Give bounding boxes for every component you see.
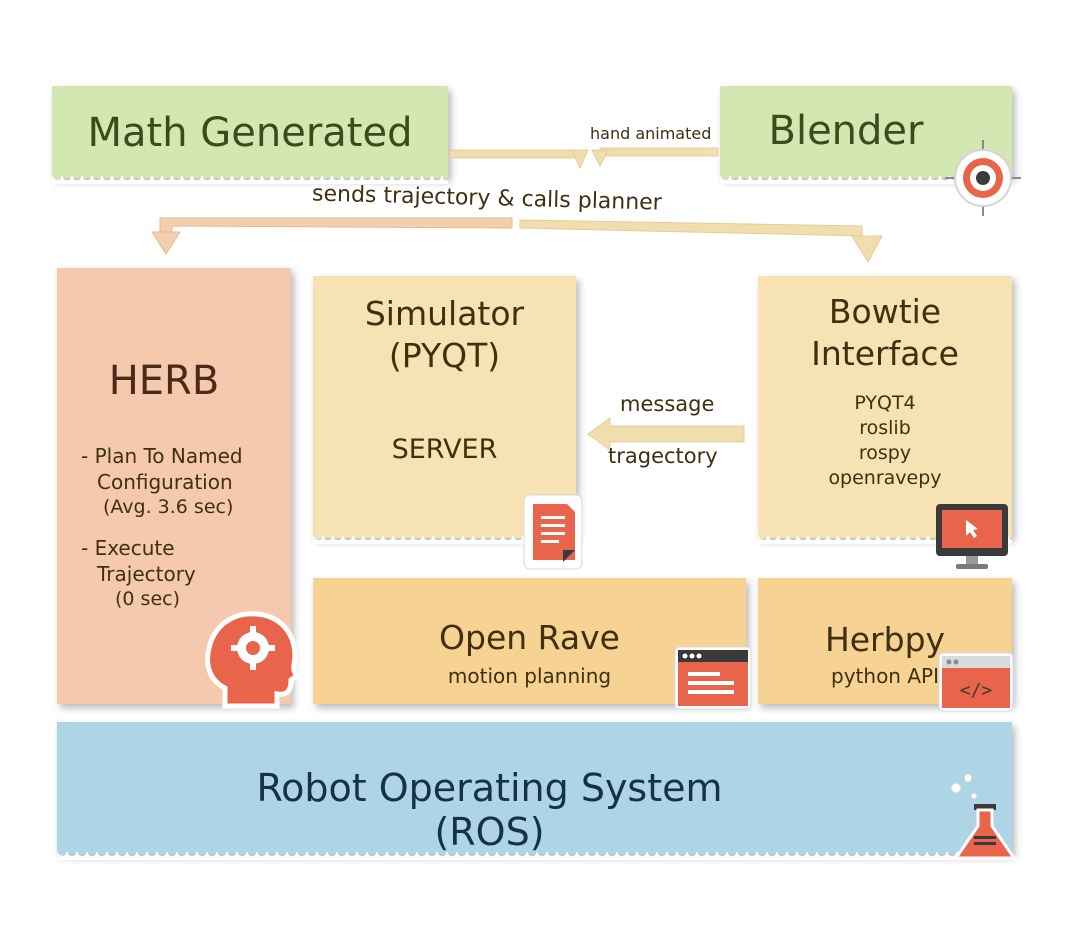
herb-plan-line-3: (Avg. 3.6 sec): [103, 496, 234, 518]
message-label: message: [620, 392, 715, 416]
herb-execute-line-1: - Execute: [81, 536, 175, 560]
openrave-card: Open Rave motion planning: [313, 578, 746, 704]
message-arrow: [587, 417, 745, 451]
bowtie-card: Bowtie Interface PYQT4 roslib rospy open…: [758, 276, 1012, 544]
svg-text:</>: </>: [960, 680, 993, 701]
herbpy-title: Herbpy: [824, 620, 946, 659]
sends-trajectory-arrow-left: [151, 217, 513, 255]
math-generated-card: Math Generated: [52, 86, 448, 184]
bowtie-lib-roslib: roslib: [859, 417, 911, 439]
simulator-title-line-1: Simulator: [364, 294, 525, 333]
hand-animated-label: hand animated: [590, 124, 712, 143]
target-icon: [945, 140, 1021, 216]
bowtie-title-line-1: Bowtie: [828, 292, 942, 331]
sends-trajectory-arrow-right: [519, 219, 883, 264]
herb-plan-line-1: - Plan To Named: [81, 444, 243, 468]
head-gear-icon: [205, 611, 301, 709]
bowtie-lib-rospy: rospy: [858, 442, 912, 464]
herb-execute-line-2: Trajectory: [97, 562, 196, 586]
monitor-icon: [936, 504, 1008, 569]
code-window-icon: </>: [938, 652, 1014, 712]
herb-execute-line-3: (0 sec): [115, 588, 180, 610]
bowtie-lib-pyqt4: PYQT4: [854, 392, 916, 414]
bowtie-lib-openravepy: openravepy: [828, 467, 942, 489]
document-icon: [523, 494, 583, 570]
math-to-center-arrow: [449, 149, 589, 170]
herb-plan-line-2: Configuration: [97, 470, 233, 494]
browser-window-icon: [674, 646, 752, 710]
math-generated-title: Math Generated: [87, 110, 413, 156]
ros-card: Robot Operating System (ROS): [57, 722, 1012, 860]
ros-title: Robot Operating System (ROS): [256, 766, 723, 854]
herbpy-subtitle: python API: [831, 664, 939, 688]
simulator-title-line-2: (PYQT): [388, 336, 501, 375]
flask-icon: [950, 773, 1017, 860]
openrave-subtitle: motion planning: [447, 664, 612, 688]
simulator-card: Simulator (PYQT) SERVER: [313, 276, 576, 544]
simulator-server-label: SERVER: [391, 434, 498, 465]
blender-to-center-arrow: [591, 147, 719, 168]
openrave-title: Open Rave: [439, 618, 620, 657]
blender-title: Blender: [768, 108, 924, 154]
herb-title: HERB: [108, 358, 220, 404]
bowtie-title-line-2: Interface: [811, 334, 959, 373]
herbpy-card: Herbpy python API: [758, 578, 1012, 704]
trajectory-label: tragectory: [608, 444, 718, 468]
